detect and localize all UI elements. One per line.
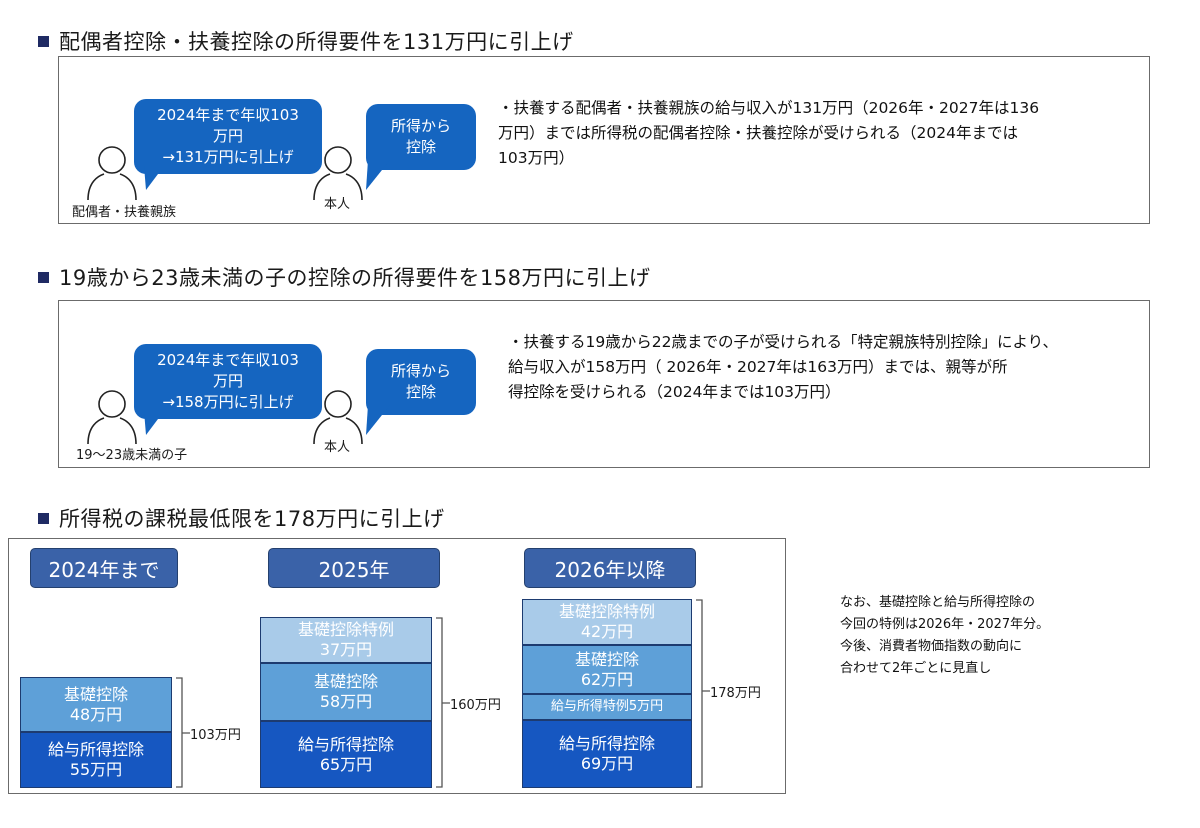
- year-header-2025: 2025年: [268, 548, 440, 588]
- bubble-line: 所得から: [390, 362, 451, 380]
- total-2024: 103万円: [190, 728, 241, 743]
- bubble-line: 控除: [405, 383, 436, 401]
- self-label: 本人: [324, 440, 351, 455]
- segment-amount: 58万円: [319, 692, 373, 711]
- self-label: 本人: [324, 197, 351, 212]
- segment-name: 基礎控除特例: [558, 602, 655, 621]
- segment-name: 給与所得控除: [47, 740, 144, 759]
- description-line: ・扶養する配偶者・扶養親族の給与収入が131万円（2026年・2027年は136: [498, 99, 1040, 117]
- bracket-icon: [696, 599, 710, 788]
- section-1-title: 配偶者控除・扶養控除の所得要件を131万円に引上げ: [59, 30, 574, 54]
- segment-salary-deduction-2026: 給与所得控除 69万円: [522, 720, 692, 788]
- segment-basic-deduction-2025: 基礎控除 58万円: [260, 663, 432, 721]
- bubble-line: 万円: [212, 127, 243, 145]
- person-icon: [313, 146, 363, 201]
- segment-amount: 37万円: [319, 640, 373, 659]
- segment-basic-deduction-2026: 基礎控除 62万円: [522, 645, 692, 694]
- segment-name: 基礎控除: [63, 684, 128, 704]
- description-line: ・扶養する19歳から22歳までの子が受けられる「特定親族特別控除」により、: [508, 333, 1059, 351]
- total-2026: 178万円: [710, 686, 761, 701]
- segment-amount: 65万円: [319, 754, 373, 774]
- bubble-line: 控除: [405, 138, 436, 156]
- section-1-heading: 配偶者控除・扶養控除の所得要件を131万円に引上げ: [38, 26, 574, 56]
- segment-basic-deduction-2024: 基礎控除 48万円: [20, 677, 172, 732]
- segment-name: 給与所得控除: [297, 734, 394, 754]
- bubble-tail-icon: [366, 160, 390, 190]
- section-3-heading: 所得税の課税最低限を178万円に引上げ: [38, 503, 445, 533]
- description-line: 得控除を受けられる（2024年までは103万円）: [508, 383, 841, 401]
- segment-salary-deduction-2024: 給与所得控除 55万円: [20, 732, 172, 788]
- note-line: 今回の特例は2026年・2027年分。: [840, 617, 1050, 632]
- segment-salary-special-2026: 給与所得特例5万円: [522, 694, 692, 720]
- section-3-title: 所得税の課税最低限を178万円に引上げ: [59, 507, 445, 531]
- segment-amount: 62万円: [580, 669, 634, 689]
- segment-name: 基礎控除: [313, 672, 378, 691]
- section-2-heading: 19歳から23歳未満の子の控除の所得要件を158万円に引上げ: [38, 262, 651, 292]
- bullet-square-icon: [38, 512, 49, 524]
- segment-name: 給与所得特例5万円: [550, 699, 664, 714]
- segment-basic-special-2025: 基礎控除特例 37万円: [260, 617, 432, 663]
- bracket-icon: [436, 617, 450, 788]
- note-line: 合わせて2年ごとに見直し: [840, 661, 992, 676]
- bubble-line: 万円: [212, 372, 243, 390]
- segment-amount: 42万円: [580, 622, 634, 641]
- segment-salary-deduction-2025: 給与所得控除 65万円: [260, 721, 432, 788]
- section-2-description: ・扶養する19歳から22歳までの子が受けられる「特定親族特別控除」により、 給与…: [508, 330, 1138, 405]
- segment-amount: 55万円: [69, 760, 123, 779]
- threshold-chart-frame: [8, 538, 786, 794]
- income-bubble-2: 2024年まで年収103 万円 →158万円に引上げ: [134, 344, 322, 419]
- bullet-square-icon: [38, 271, 49, 283]
- bubble-line: 2024年まで年収103: [157, 106, 299, 124]
- person-icon: [87, 146, 137, 201]
- person-icon: [87, 390, 137, 445]
- dependent-label: 配偶者・扶養親族: [72, 205, 177, 220]
- segment-name: 給与所得控除: [558, 734, 655, 753]
- person-icon: [313, 390, 363, 445]
- bubble-tail-icon: [144, 411, 164, 435]
- note-line: なお、基礎控除と給与所得控除の: [840, 595, 1036, 610]
- child-label: 19～23歳未満の子: [76, 448, 188, 463]
- description-line: 103万円）: [498, 149, 575, 167]
- segment-amount: 48万円: [69, 704, 123, 724]
- segment-basic-special-2026: 基礎控除特例 42万円: [522, 599, 692, 645]
- segment-name: 基礎控除: [574, 649, 639, 669]
- bullet-square-icon: [38, 35, 49, 47]
- bubble-tail-icon: [144, 166, 164, 190]
- segment-name: 基礎控除特例: [297, 620, 394, 639]
- note-line: 今後、消費者物価指数の動向に: [840, 639, 1023, 654]
- bubble-line: →158万円に引上げ: [162, 393, 294, 411]
- deduction-bubble-2: 所得から 控除: [366, 349, 476, 415]
- review-note: なお、基礎控除と給与所得控除の 今回の特例は2026年・2027年分。 今後、消…: [840, 592, 1049, 680]
- section-1-description: ・扶養する配偶者・扶養親族の給与収入が131万円（2026年・2027年は136…: [498, 96, 1138, 171]
- description-line: 万円）までは所得税の配偶者控除・扶養控除が受けられる（2024年までは: [498, 124, 1018, 142]
- description-line: 給与収入が158万円（ 2026年・2027年は163万円）までは、親等が所: [508, 358, 1008, 376]
- deduction-bubble-1: 所得から 控除: [366, 104, 476, 170]
- section-2-title: 19歳から23歳未満の子の控除の所得要件を158万円に引上げ: [59, 266, 651, 290]
- bracket-icon: [176, 677, 190, 788]
- bubble-tail-icon: [366, 405, 390, 435]
- segment-amount: 69万円: [580, 754, 634, 773]
- total-2025: 160万円: [450, 698, 501, 713]
- year-header-2026: 2026年以降: [524, 548, 696, 588]
- bubble-line: →131万円に引上げ: [162, 148, 294, 166]
- bubble-line: 2024年まで年収103: [157, 351, 299, 369]
- income-bubble-1: 2024年まで年収103 万円 →131万円に引上げ: [134, 99, 322, 174]
- bubble-line: 所得から: [390, 117, 451, 135]
- year-header-2024: 2024年まで: [30, 548, 178, 588]
